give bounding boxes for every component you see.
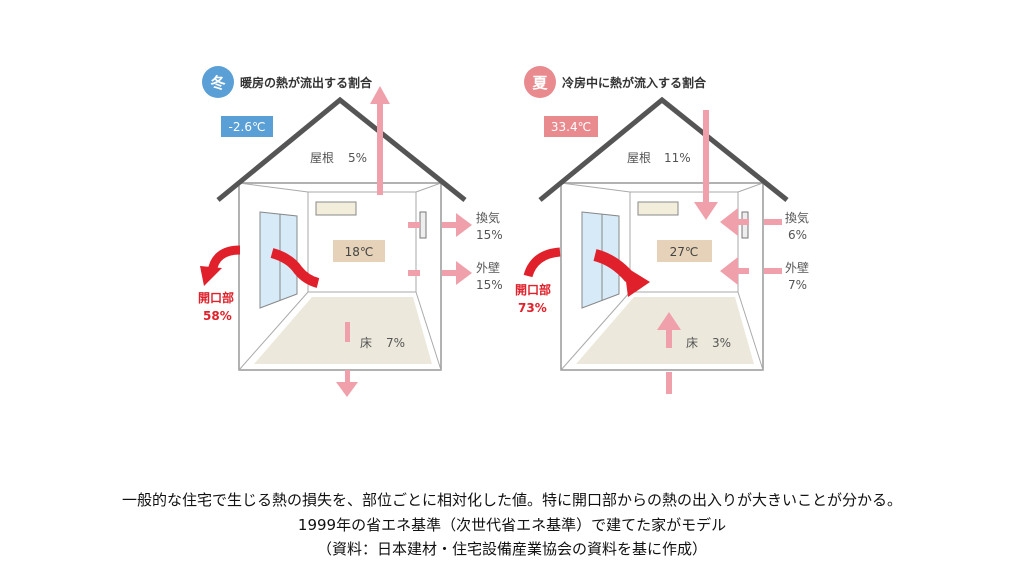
caption-line-2: 1999年の省エネ基準（次世代省エネ基準）で建てた家がモデル bbox=[297, 516, 727, 534]
summer-badge bbox=[524, 66, 556, 98]
winter-floor-label: 床 bbox=[360, 336, 372, 350]
winter-badge bbox=[202, 66, 234, 98]
winter-opening-value: 58% bbox=[203, 309, 232, 323]
summer-outdoor-temp: 33.4℃ bbox=[551, 120, 591, 134]
winter-heat-arrows bbox=[336, 86, 472, 397]
winter-badge-label: 冬 bbox=[210, 74, 225, 92]
caption-line-3: （資料：日本建材・住宅設備産業協会の資料を基に作成） bbox=[316, 540, 707, 558]
summer-house: 夏 冷房中に熱が流入する割合 33.4℃ 27℃ 屋根 11% 換気 6% 外壁… bbox=[515, 66, 809, 394]
summer-title: 冷房中に熱が流入する割合 bbox=[562, 75, 707, 90]
winter-roof-label: 屋根 bbox=[310, 151, 334, 165]
winter-indoor-flow-arrow bbox=[270, 248, 320, 288]
summer-outdoor-temp-box bbox=[544, 116, 598, 137]
summer-roof-label: 屋根 bbox=[627, 151, 651, 165]
summer-opening-value: 73% bbox=[518, 301, 547, 315]
winter-wall-value: 15% bbox=[476, 278, 503, 292]
winter-vent-label: 換気 bbox=[476, 210, 500, 225]
caption-line-1: 一般的な住宅で生じる熱の損失を、部位ごとに相対化した値。特に開口部からの熱の出入… bbox=[121, 491, 902, 509]
summer-vent-value: 6% bbox=[788, 228, 807, 242]
winter-wall-label: 外壁 bbox=[476, 260, 500, 275]
winter-floor-value: 7% bbox=[386, 336, 405, 350]
winter-vent-value: 15% bbox=[476, 228, 503, 242]
summer-floor-value: 3% bbox=[712, 336, 731, 350]
summer-vent-label: 換気 bbox=[785, 210, 809, 225]
summer-opening-label: 開口部 bbox=[515, 282, 551, 297]
summer-heat-arrows bbox=[657, 110, 782, 394]
winter-outdoor-temp-box bbox=[221, 116, 273, 137]
summer-wall-value: 7% bbox=[788, 278, 807, 292]
summer-floor-label: 床 bbox=[686, 336, 698, 350]
summer-opening-arrow bbox=[523, 247, 561, 278]
summer-indoor-temp: 27℃ bbox=[670, 245, 699, 259]
summer-indoor-temp-box bbox=[657, 240, 712, 262]
summer-roof-value: 11% bbox=[664, 151, 691, 165]
winter-roof-value: 5% bbox=[348, 151, 367, 165]
winter-opening-label: 開口部 bbox=[198, 290, 234, 305]
summer-badge-label: 夏 bbox=[531, 74, 548, 92]
summer-wall-label: 外壁 bbox=[785, 260, 809, 275]
winter-outdoor-temp: -2.6℃ bbox=[229, 120, 266, 134]
winter-opening-arrowhead bbox=[200, 266, 222, 286]
winter-indoor-temp: 18℃ bbox=[345, 245, 374, 259]
summer-indoor-flow-arrowhead bbox=[624, 266, 650, 297]
winter-house: 冬 暖房の熱が流出する割合 -2.6℃ 18℃ 屋根 5% 換気 15% 外壁 … bbox=[198, 66, 503, 397]
winter-title: 暖房の熱が流出する割合 bbox=[240, 75, 373, 90]
winter-indoor-temp-box bbox=[333, 240, 385, 262]
